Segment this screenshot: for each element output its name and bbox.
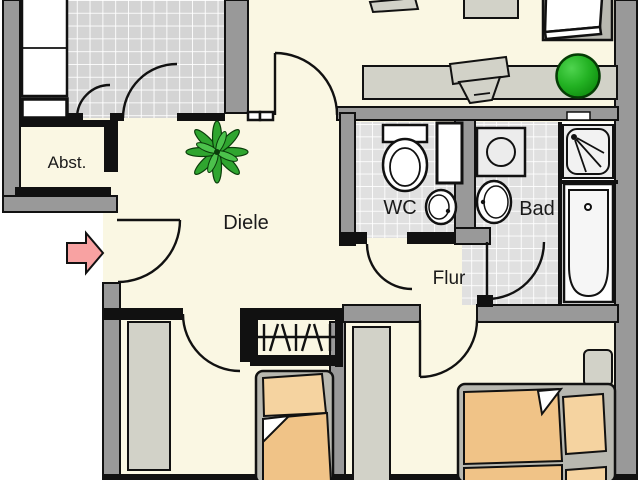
duct-shaft: [435, 121, 464, 185]
small-table: [368, 0, 420, 14]
wc-sink: [424, 188, 458, 226]
living-room-furniture: [246, 0, 618, 122]
kitchen-counter: [20, 0, 69, 120]
bath-fixtures: [475, 124, 615, 304]
door-sill: [258, 110, 275, 122]
coat-rail: [256, 323, 336, 352]
living-room-door: [273, 51, 339, 116]
green-ball-plant: [555, 53, 601, 99]
wc-door: [365, 243, 413, 291]
entrance-arrow-icon: [66, 230, 105, 276]
shower: [562, 124, 614, 179]
nightstand: [583, 349, 613, 387]
bedroom2-door: [418, 319, 479, 379]
room-label-storage: Abst.: [48, 153, 87, 172]
bedroom2-furniture: [352, 326, 617, 480]
bath-door: [485, 241, 546, 301]
washing-machine: [475, 126, 527, 178]
kitchen-door-small: [75, 83, 111, 119]
wardrobe: [127, 321, 171, 471]
plant-icon: [185, 120, 249, 184]
room-label-corridor: Flur: [433, 268, 466, 289]
chair: [448, 55, 511, 105]
bed-top-right: [541, 0, 614, 42]
double-bed: [456, 382, 617, 480]
wardrobe: [352, 326, 391, 480]
bedroom1-door: [181, 313, 241, 373]
single-bed: [254, 369, 335, 480]
wc-fixtures: [381, 121, 464, 226]
square-table: [463, 0, 519, 19]
bathtub: [562, 182, 615, 304]
entrance-door: [117, 218, 182, 284]
wall-niche: [566, 111, 591, 121]
room-label-wc: WC: [383, 197, 416, 219]
door-arcs: [75, 51, 546, 379]
bath-sink: [475, 179, 513, 225]
bedroom1-furniture: [127, 321, 335, 480]
room-label-bathroom: Bad: [519, 198, 555, 220]
room-label-hallway: Diele: [223, 212, 269, 234]
toilet: [381, 123, 429, 193]
door-sill: [246, 110, 262, 122]
kitchen-door: [121, 62, 178, 119]
